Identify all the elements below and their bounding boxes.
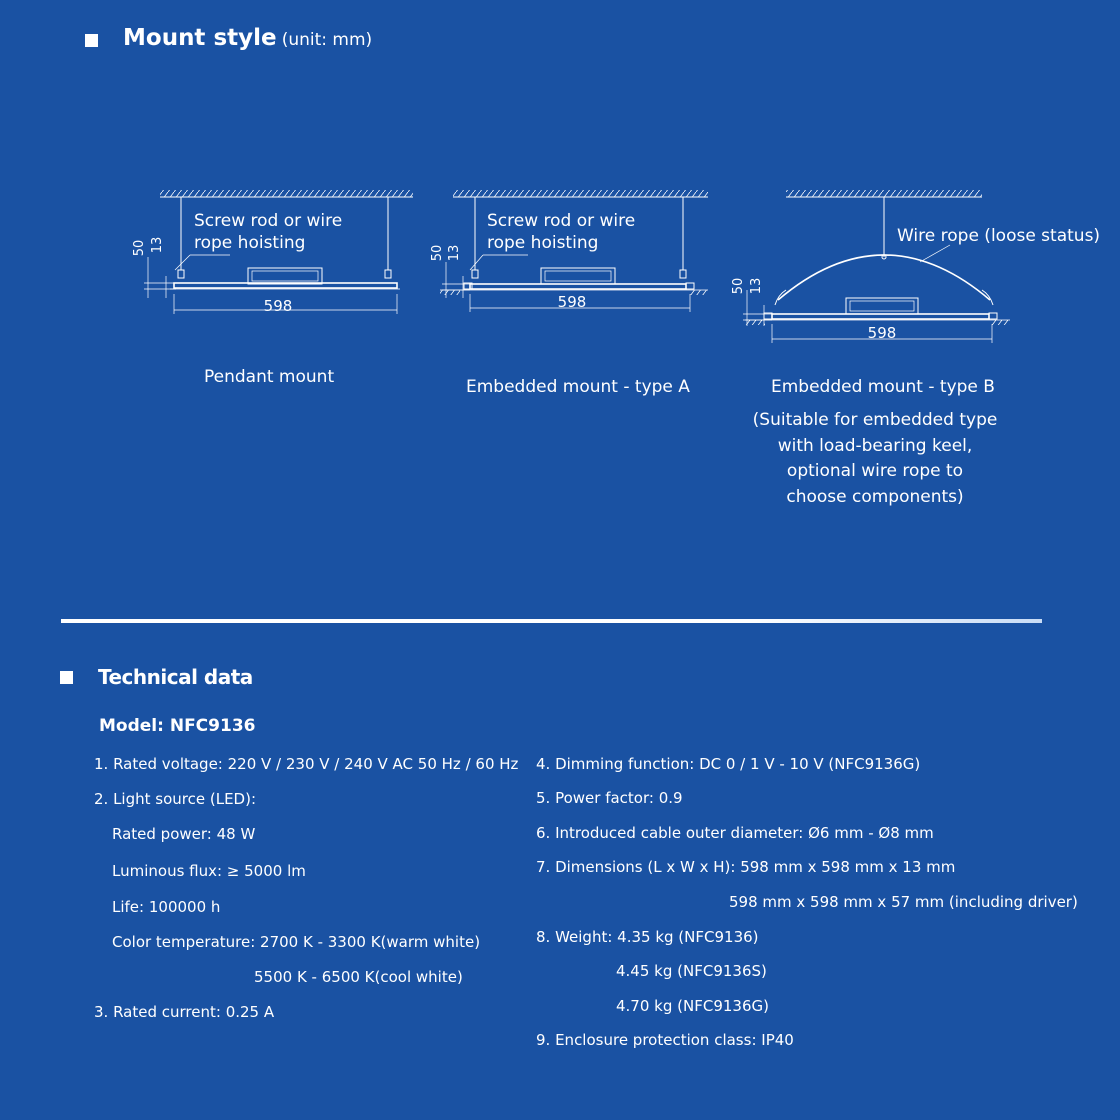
spec-dimming: 4. Dimming function: DC 0 / 1 V - 10 V (… (536, 755, 921, 773)
mount-style-title: Mount style (123, 25, 277, 51)
technical-data-title: Technical data (98, 665, 253, 689)
dim-13-label: 13 (749, 278, 764, 295)
dim-13-label: 13 (150, 237, 165, 254)
dim-width-label: 598 (868, 324, 897, 342)
section-divider (61, 619, 1042, 623)
dim-width-label: 598 (558, 293, 587, 311)
pendant-mount-caption: Pendant mount (204, 367, 335, 387)
model-label: Model: NFC9136 (99, 716, 256, 736)
embedded-b-note: (Suitable for embedded type with load-be… (740, 408, 1010, 510)
spec-rated-voltage: 1. Rated voltage: 220 V / 230 V / 240 V … (94, 755, 519, 773)
dim-50-label: 50 (430, 245, 445, 262)
spec-cable-diameter: 6. Introduced cable outer diameter: Ø6 m… (536, 824, 934, 842)
note-line: with load-bearing keel, (777, 435, 973, 456)
pendant-mount-diagram: 598 50 13 Screw rod or wire rope hoistin… (132, 190, 413, 315)
spec-rated-power: Rated power: 48 W (112, 825, 256, 843)
embedded-a-caption: Embedded mount - type A (466, 377, 690, 397)
panel-body (771, 313, 990, 320)
mount-style-unit: (unit: mm) (281, 30, 373, 50)
spec-dimensions-driver: 598 mm x 598 mm x 57 mm (including drive… (729, 893, 1078, 911)
spec-weight-s: 4.45 kg (NFC9136S) (616, 962, 767, 980)
note-line: optional wire rope to (786, 461, 964, 481)
ceiling-hatch (453, 190, 708, 197)
spec-weight: 8. Weight: 4.35 kg (NFC9136) (536, 928, 759, 946)
embedded-a-diagram: 598 50 13 Screw rod or wire rope hoistin… (430, 190, 708, 312)
annotation-line1: Screw rod or wire (487, 211, 635, 231)
dim-50-label: 50 (731, 278, 746, 295)
spec-rated-current: 3. Rated current: 0.25 A (94, 1003, 275, 1021)
panel-body (469, 283, 687, 290)
spec-color-temp-cool: 5500 K - 6500 K(cool white) (254, 968, 463, 986)
note-line: (Suitable for embedded type (752, 410, 998, 430)
spec-life: Life: 100000 h (112, 898, 221, 916)
mount-style-heading: Mount style (unit: mm) (123, 25, 372, 51)
driver-box (845, 297, 919, 315)
note-line: choose components) (786, 486, 964, 507)
ceiling-hatch (786, 190, 982, 197)
annotation-line2: rope hoisting (487, 233, 598, 253)
panel-body (173, 282, 398, 289)
section-bullet-square (85, 34, 98, 47)
spec-dimensions: 7. Dimensions (L x W x H): 598 mm x 598 … (536, 858, 956, 876)
ceiling-hatch (160, 190, 413, 197)
spec-weight-g: 4.70 kg (NFC9136G) (616, 997, 769, 1015)
dim-width-label: 598 (264, 297, 293, 315)
spec-luminous-flux: Luminous flux: ≥ 5000 lm (112, 862, 306, 880)
driver-box (247, 267, 323, 285)
dim-50-label: 50 (132, 240, 147, 257)
spec-protection-class: 9. Enclosure protection class: IP40 (536, 1031, 794, 1049)
spec-color-temp-warm: Color temperature: 2700 K - 3300 K(warm … (112, 933, 481, 951)
spec-power-factor: 5. Power factor: 0.9 (536, 789, 683, 807)
embedded-b-caption: Embedded mount - type B (771, 377, 995, 397)
wire-rope-annotation: Wire rope (loose status) (897, 226, 1100, 246)
embedded-b-diagram: 598 50 13 Wire rope (loose status) (731, 190, 1100, 343)
annotation-line1: Screw rod or wire (194, 211, 342, 231)
annotation-line2: rope hoisting (194, 233, 305, 253)
dim-13-label: 13 (447, 245, 462, 262)
wire-rope-curve (777, 254, 991, 301)
section-bullet-square (60, 671, 73, 684)
spec-light-source: 2. Light source (LED): (94, 790, 257, 808)
